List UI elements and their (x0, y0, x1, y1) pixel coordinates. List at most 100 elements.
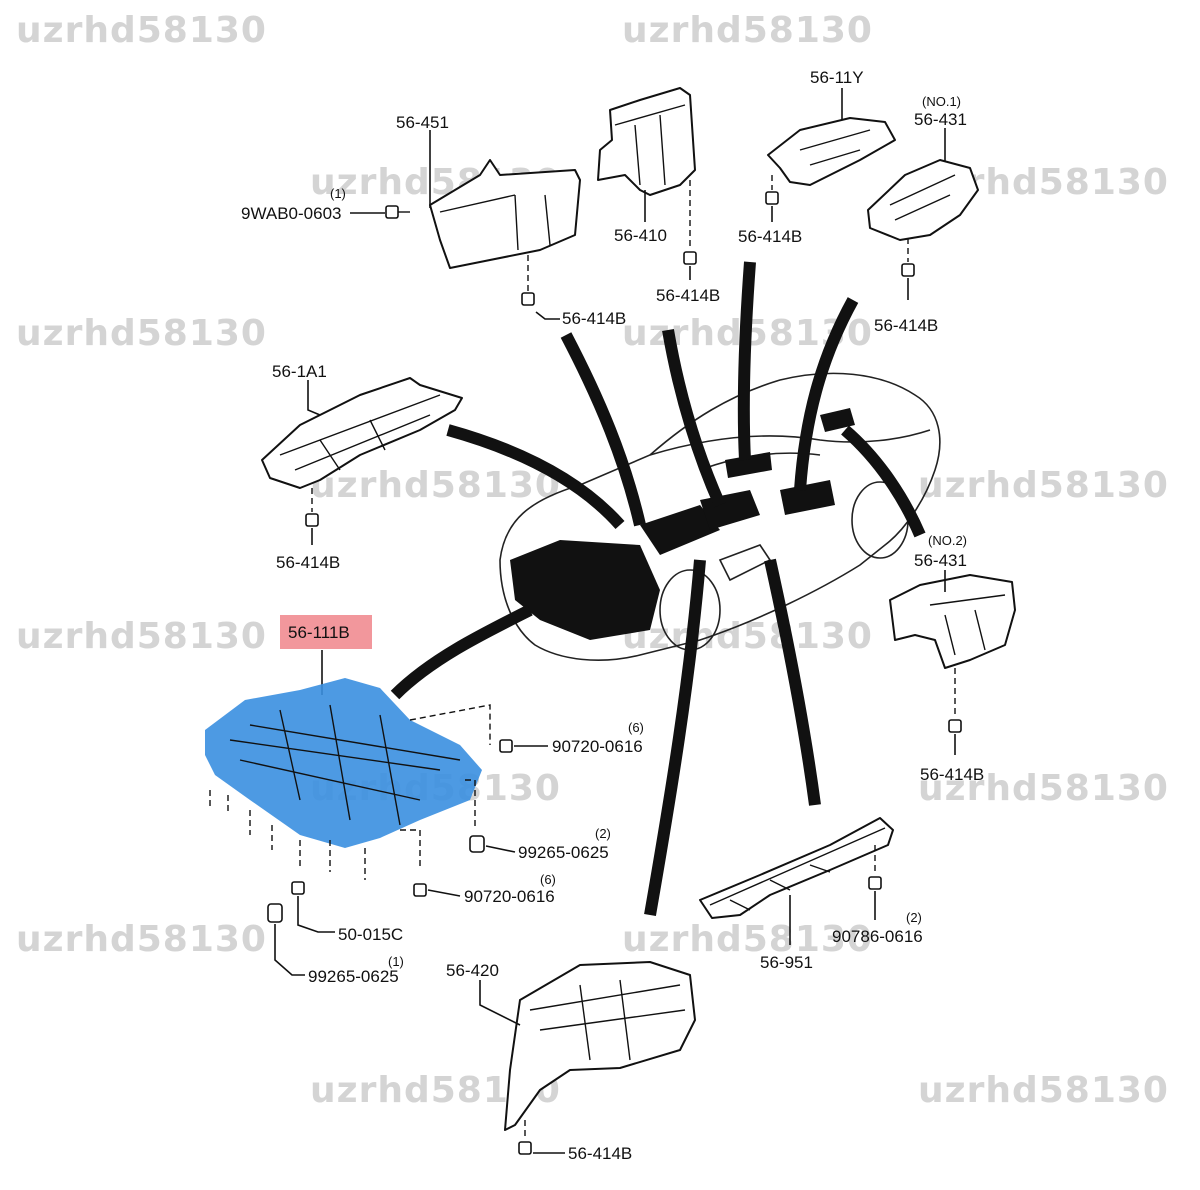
bolt-icon (385, 205, 410, 219)
part-56-410-shape[interactable] (597, 87, 696, 196)
leader-line (307, 380, 321, 416)
part-label-90720-0616: 90720-0616 (552, 737, 643, 756)
pointer-arrow (764, 558, 821, 806)
watermark-text: uzrhd58130 (16, 919, 267, 960)
part-56-11y-shape[interactable] (767, 117, 896, 186)
part-56-11y[interactable] (767, 117, 896, 186)
part-label-9wab0-0603: 9WAB0-0603 (241, 204, 341, 223)
quantity-label: (NO.1) (922, 94, 961, 109)
bolt-icon (499, 739, 513, 753)
part-56-1a1[interactable] (261, 377, 463, 489)
part-detail (439, 194, 551, 251)
part-label-56-414b: 56-414B (656, 286, 720, 305)
bolt-icon (948, 719, 962, 733)
undercover-mid-block (640, 505, 720, 555)
pointer-arrows (390, 261, 926, 917)
part-detail (889, 174, 956, 221)
part-label-56-414b: 56-414B (920, 765, 984, 784)
quantity-label: (6) (628, 720, 644, 735)
car-door-handle (718, 544, 772, 582)
part-56-111b[interactable] (205, 678, 482, 848)
part-label-99265-0625: 99265-0625 (518, 843, 609, 862)
part-detail (614, 104, 686, 186)
part-label-50-015c: 50-015C (338, 925, 403, 944)
bolt-icon (683, 251, 697, 265)
part-detail (229, 704, 461, 826)
part-label-56-414b: 56-414B (874, 316, 938, 335)
part-56-410[interactable] (597, 87, 696, 196)
part-56-951-shape[interactable] (699, 817, 894, 919)
undercover-mid-block (700, 490, 760, 530)
watermark-text: uzrhd58130 (16, 616, 267, 657)
dashed-leader (409, 704, 491, 745)
bolt-icon (305, 513, 319, 527)
part-detail (799, 129, 871, 166)
part-56-431-no2[interactable] (889, 574, 1016, 669)
part-label-56-414b: 56-414B (562, 309, 626, 328)
quantity-label: (2) (906, 910, 922, 925)
pointer-arrow (794, 297, 859, 491)
part-56-111b-highlight[interactable] (205, 678, 482, 848)
part-56-431-no1-shape[interactable] (867, 159, 979, 241)
quantity-label: (1) (388, 954, 404, 969)
part-56-451[interactable] (429, 159, 581, 269)
leader-line (485, 845, 516, 853)
undercover-rear-block (780, 480, 835, 515)
leader-line (479, 980, 521, 1026)
watermark-text: uzrhd58130 (918, 465, 1169, 506)
part-detail (709, 827, 886, 911)
watermark-text: uzrhd58130 (622, 10, 873, 51)
leader-line (297, 896, 335, 933)
pointer-arrow (560, 332, 646, 527)
dashed-leader (400, 829, 421, 870)
part-detail (279, 394, 441, 471)
car-body-illustration (499, 372, 941, 661)
part-label-56-414b: 56-414B (568, 1144, 632, 1163)
bolt-icon (868, 876, 882, 890)
leader-line (535, 311, 560, 320)
quantity-label: (1) (330, 186, 346, 201)
part-label-56-414b: 56-414B (276, 553, 340, 572)
pointer-arrow (446, 424, 625, 529)
watermark-text: uzrhd58130 (16, 313, 267, 354)
part-label-56-951: 56-951 (760, 953, 813, 972)
watermark-text: uzrhd58130 (918, 1070, 1169, 1111)
part-detail (529, 979, 686, 1061)
dashed-leader (209, 790, 366, 880)
part-56-420-shape[interactable] (504, 961, 696, 1131)
bolt-icon (469, 835, 485, 853)
part-detail (929, 594, 1006, 656)
watermark-text: uzrhd58130 (310, 465, 561, 506)
watermark-text: uzrhd58130 (918, 768, 1169, 809)
bolt-icon (521, 292, 535, 306)
bolt-icon (291, 881, 305, 895)
part-label-56-111b: 56-111B (288, 623, 350, 642)
part-56-420[interactable] (504, 961, 696, 1131)
bolt-icon (765, 191, 779, 205)
bolt-icon (901, 263, 915, 277)
part-56-951[interactable] (699, 817, 894, 919)
pointer-arrow (644, 559, 706, 917)
part-56-451-shape[interactable] (429, 159, 581, 269)
part-56-431-no2-shape[interactable] (889, 574, 1016, 669)
car-outline (499, 372, 941, 661)
part-label-99265-0625: 99265-0625 (308, 967, 399, 986)
part-label-56-1a1: 56-1A1 (272, 362, 327, 381)
part-label-56-414b: 56-414B (738, 227, 802, 246)
bolt-icon (413, 883, 427, 897)
quantity-label: (2) (595, 826, 611, 841)
part-label-56-410: 56-410 (614, 226, 667, 245)
part-label-56-420: 56-420 (446, 961, 499, 980)
leader-line (274, 924, 305, 976)
undercover-rear-block (820, 408, 855, 432)
part-label-56-431: 56-431 (914, 551, 967, 570)
bolt-icon (518, 1141, 532, 1155)
pointer-arrow (737, 261, 756, 461)
part-label-56-451: 56-451 (396, 113, 449, 132)
pointer-arrow (390, 604, 533, 700)
part-56-431-no1[interactable] (867, 159, 979, 241)
part-label-90786-0616: 90786-0616 (832, 927, 923, 946)
part-label-56-431: 56-431 (914, 110, 967, 129)
